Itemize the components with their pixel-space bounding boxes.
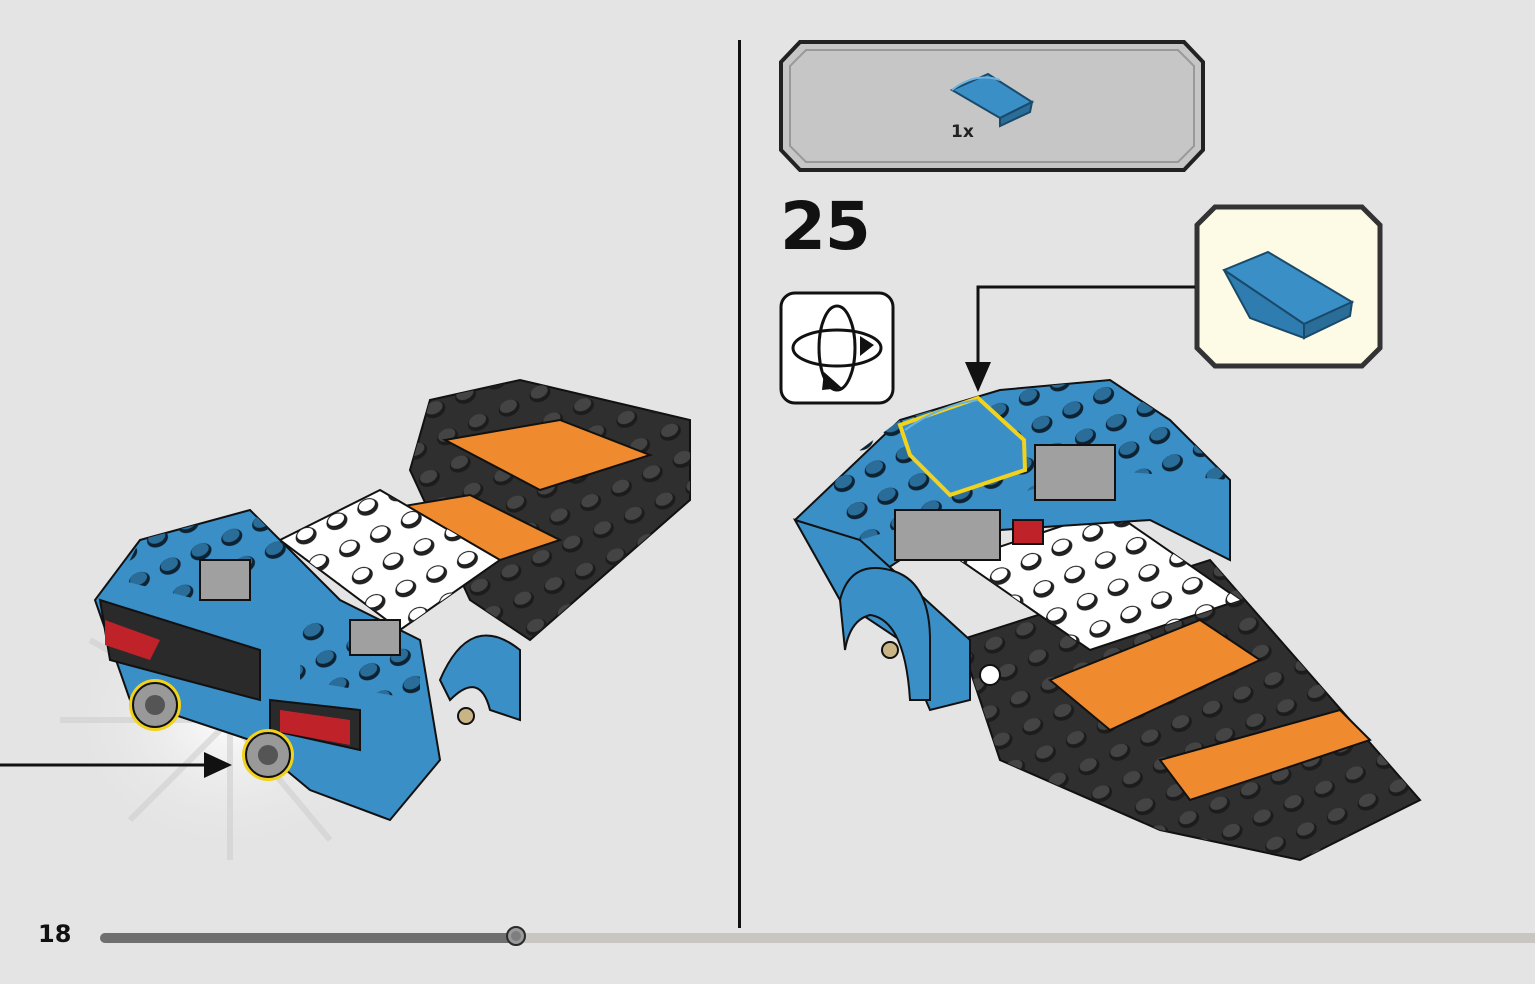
parts-quantity-label: 1x	[951, 122, 974, 142]
rotate-model-icon	[779, 291, 895, 405]
column-divider	[738, 40, 741, 928]
parts-list-box	[779, 40, 1205, 172]
progress-track	[100, 933, 1535, 943]
part-callout	[965, 204, 1383, 392]
left-car-assembly	[60, 378, 691, 860]
exhaust-parts-highlighted	[129, 679, 294, 781]
progress-fill	[100, 933, 516, 943]
right-car-assembly	[792, 378, 1422, 862]
arrow-pointer-icon	[0, 752, 232, 778]
curved-slope-part-icon	[949, 72, 1035, 128]
new-part-highlighted	[897, 395, 1028, 498]
progress-knob[interactable]	[506, 926, 526, 946]
step-number: 25	[780, 188, 871, 265]
page-number: 18	[38, 920, 72, 948]
curved-slope-callout-icon	[1221, 250, 1355, 340]
